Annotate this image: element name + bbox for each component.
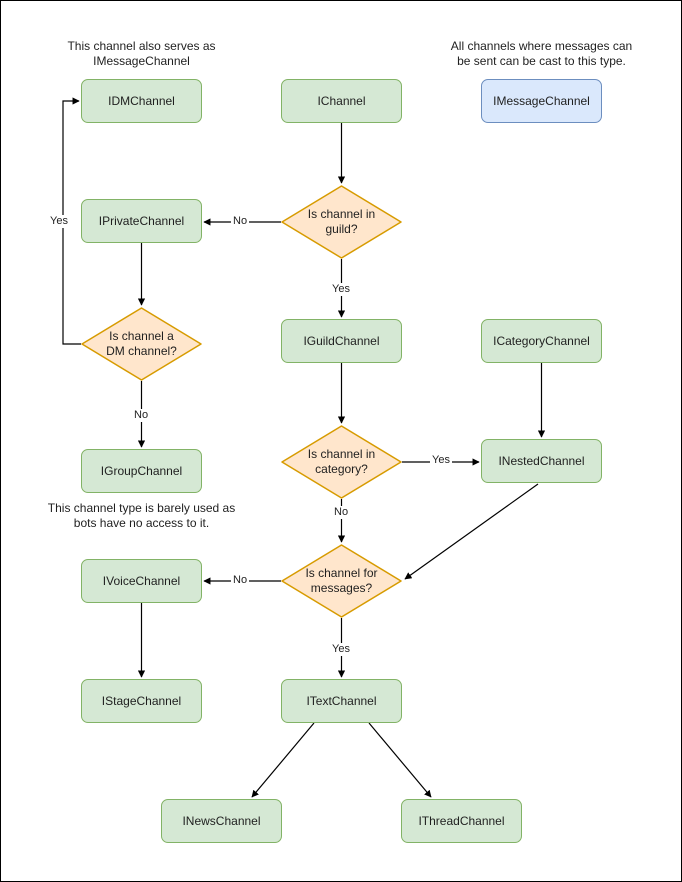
decision-is-channel-in-category[interactable]: Is channel in category? — [281, 425, 402, 499]
node-imessagechannel[interactable]: IMessageChannel — [481, 79, 602, 123]
diamond-shape — [281, 185, 402, 259]
edge-label-guild-yes: Yes — [330, 283, 352, 296]
edge-inestedchannel-to-messages-decision — [404, 483, 539, 580]
note-igroupchannel: This channel type is barely used as bots… — [47, 501, 236, 530]
node-inestedchannel[interactable]: INestedChannel — [481, 439, 602, 483]
decision-label: Is channel a DM channel? — [106, 329, 177, 358]
decision-label: Is channel in category? — [307, 447, 376, 476]
note-idmchannel: This channel also serves as IMessageChan… — [67, 39, 216, 68]
edge-label-dm-yes: Yes — [48, 215, 70, 228]
edge-label-guild-no: No — [231, 215, 250, 228]
node-igroupchannel[interactable]: IGroupChannel — [81, 449, 202, 493]
edge-label-messages-yes: Yes — [330, 643, 352, 656]
decision-is-channel-a-dm-channel[interactable]: Is channel a DM channel? — [81, 307, 202, 381]
node-itextchannel[interactable]: ITextChannel — [281, 679, 402, 723]
edge-itextchannel-to-ithreadchannel — [368, 722, 432, 798]
node-icategorychannel[interactable]: ICategoryChannel — [481, 319, 602, 363]
decision-is-channel-for-messages[interactable]: Is channel for messages? — [281, 544, 402, 618]
node-ivoicechannel[interactable]: IVoiceChannel — [81, 559, 202, 603]
node-istagechannel[interactable]: IStageChannel — [81, 679, 202, 723]
edge-label-category-yes: Yes — [430, 454, 452, 467]
diamond-shape — [81, 307, 202, 381]
decision-label: Is channel in guild? — [307, 207, 376, 236]
diamond-shape — [281, 544, 402, 618]
node-iprivatechannel[interactable]: IPrivateChannel — [81, 199, 202, 243]
node-iguildchannel[interactable]: IGuildChannel — [281, 319, 402, 363]
node-ithreadchannel[interactable]: IThreadChannel — [401, 799, 522, 843]
node-ichannel[interactable]: IChannel — [281, 79, 402, 123]
decision-label: Is channel for messages? — [305, 566, 378, 595]
edge-itextchannel-to-inewschannel — [251, 722, 315, 798]
edge-label-dm-no: No — [132, 409, 151, 422]
edge-label-messages-no: No — [231, 574, 250, 587]
node-inewschannel[interactable]: INewsChannel — [161, 799, 282, 843]
note-imessagechannel: All channels where messages can be sent … — [450, 39, 633, 68]
node-idmchannel[interactable]: IDMChannel — [81, 79, 202, 123]
decision-is-channel-in-guild[interactable]: Is channel in guild? — [281, 185, 402, 259]
diamond-shape — [281, 425, 402, 499]
edge-label-category-no: No — [332, 506, 351, 519]
